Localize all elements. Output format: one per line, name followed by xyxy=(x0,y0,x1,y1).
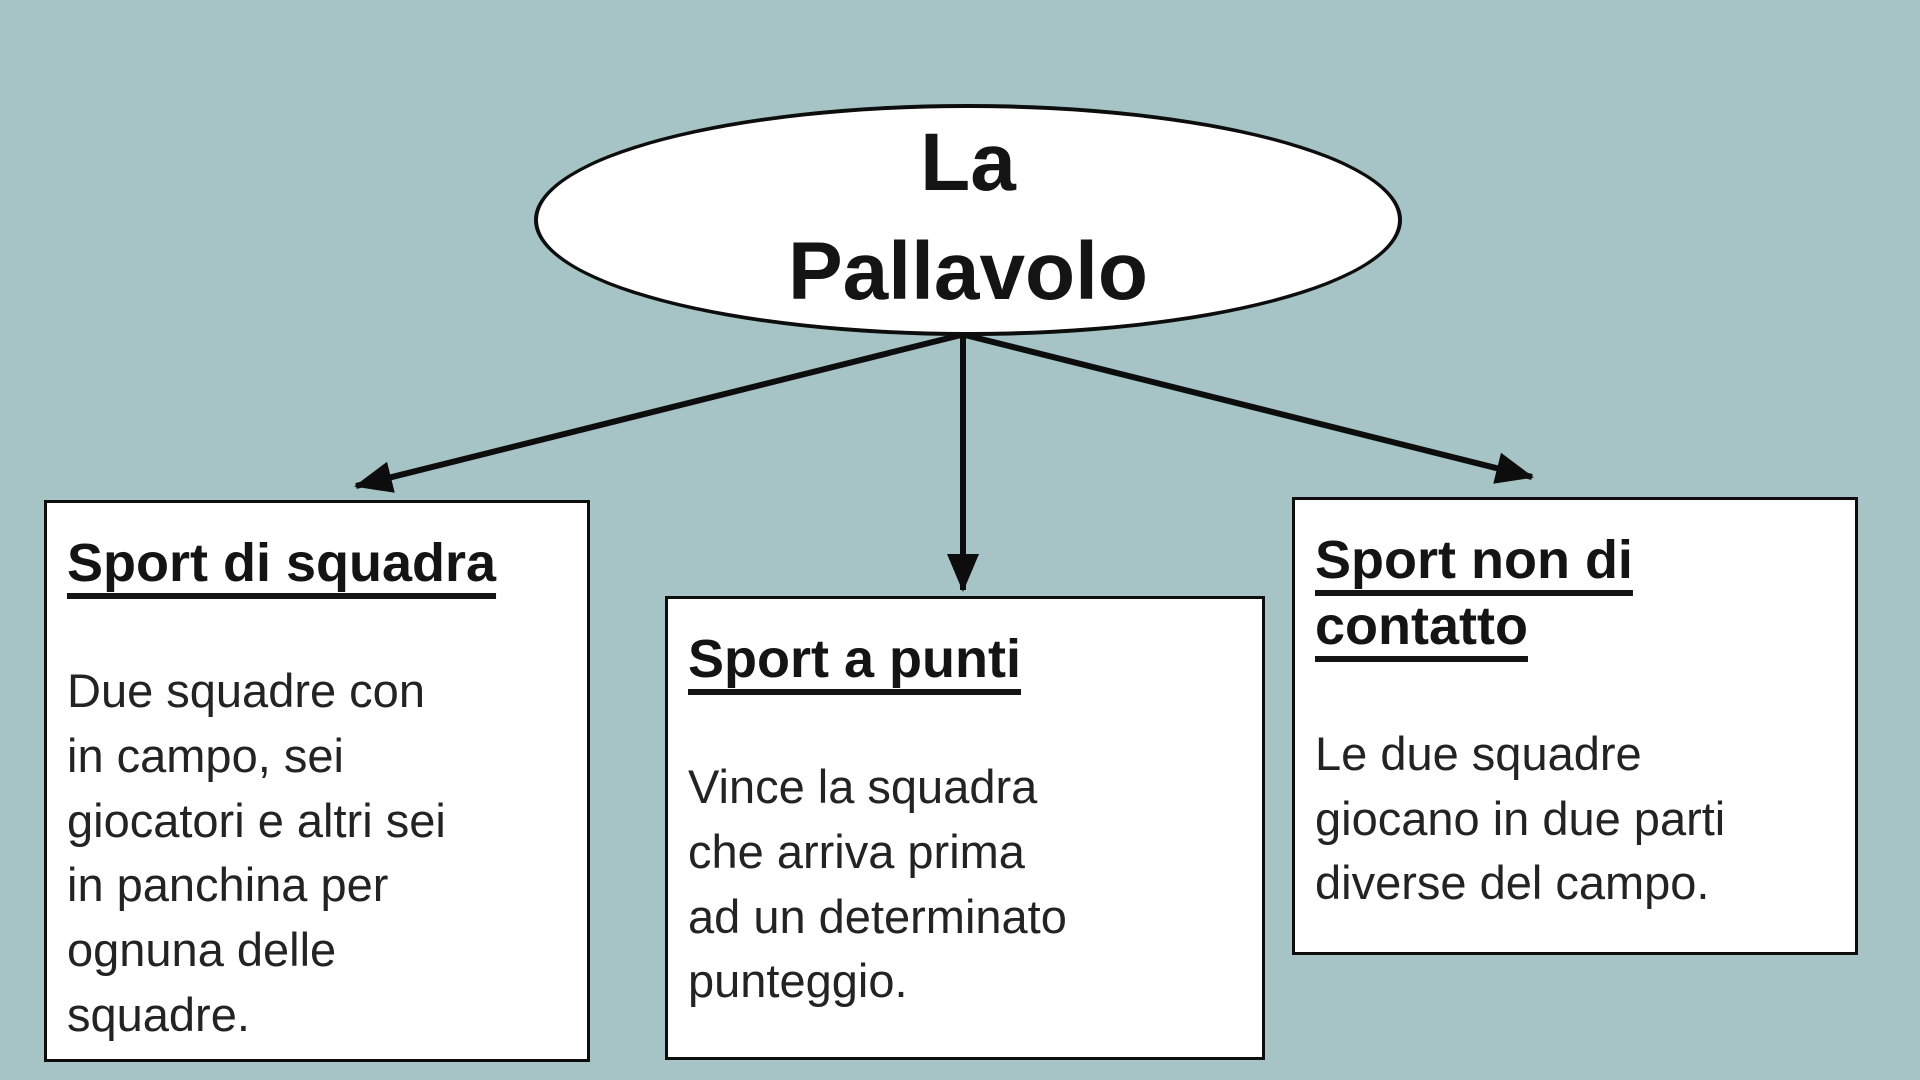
node-sport-a-punti-body: Vince la squadra che arriva prima ad un … xyxy=(688,759,1067,1008)
node-sport-a-punti: Sport a punti Vince la squadra che arriv… xyxy=(665,596,1265,1060)
node-sport-non-di-contatto-heading: Sport non di contatto xyxy=(1315,530,1633,656)
node-sport-di-squadra-heading: Sport di squadra xyxy=(67,533,497,593)
root-node-ellipse: La Pallavolo xyxy=(534,104,1402,336)
root-node-title: La Pallavolo xyxy=(787,116,1149,317)
node-sport-non-di-contatto: Sport non di contatto Le due squadre gio… xyxy=(1292,497,1858,955)
arrow-to-sport-non-di-contatto xyxy=(964,332,1534,484)
node-sport-a-punti-heading: Sport a punti xyxy=(688,629,1021,689)
arrow-to-sport-di-squadra xyxy=(354,332,962,493)
node-sport-di-squadra-body: Due squadre con in campo, sei giocatori … xyxy=(67,663,446,1042)
node-sport-di-squadra: Sport di squadra Due squadre con in camp… xyxy=(44,500,590,1062)
node-sport-non-di-contatto-body: Le due squadre giocano in due parti dive… xyxy=(1315,726,1726,910)
